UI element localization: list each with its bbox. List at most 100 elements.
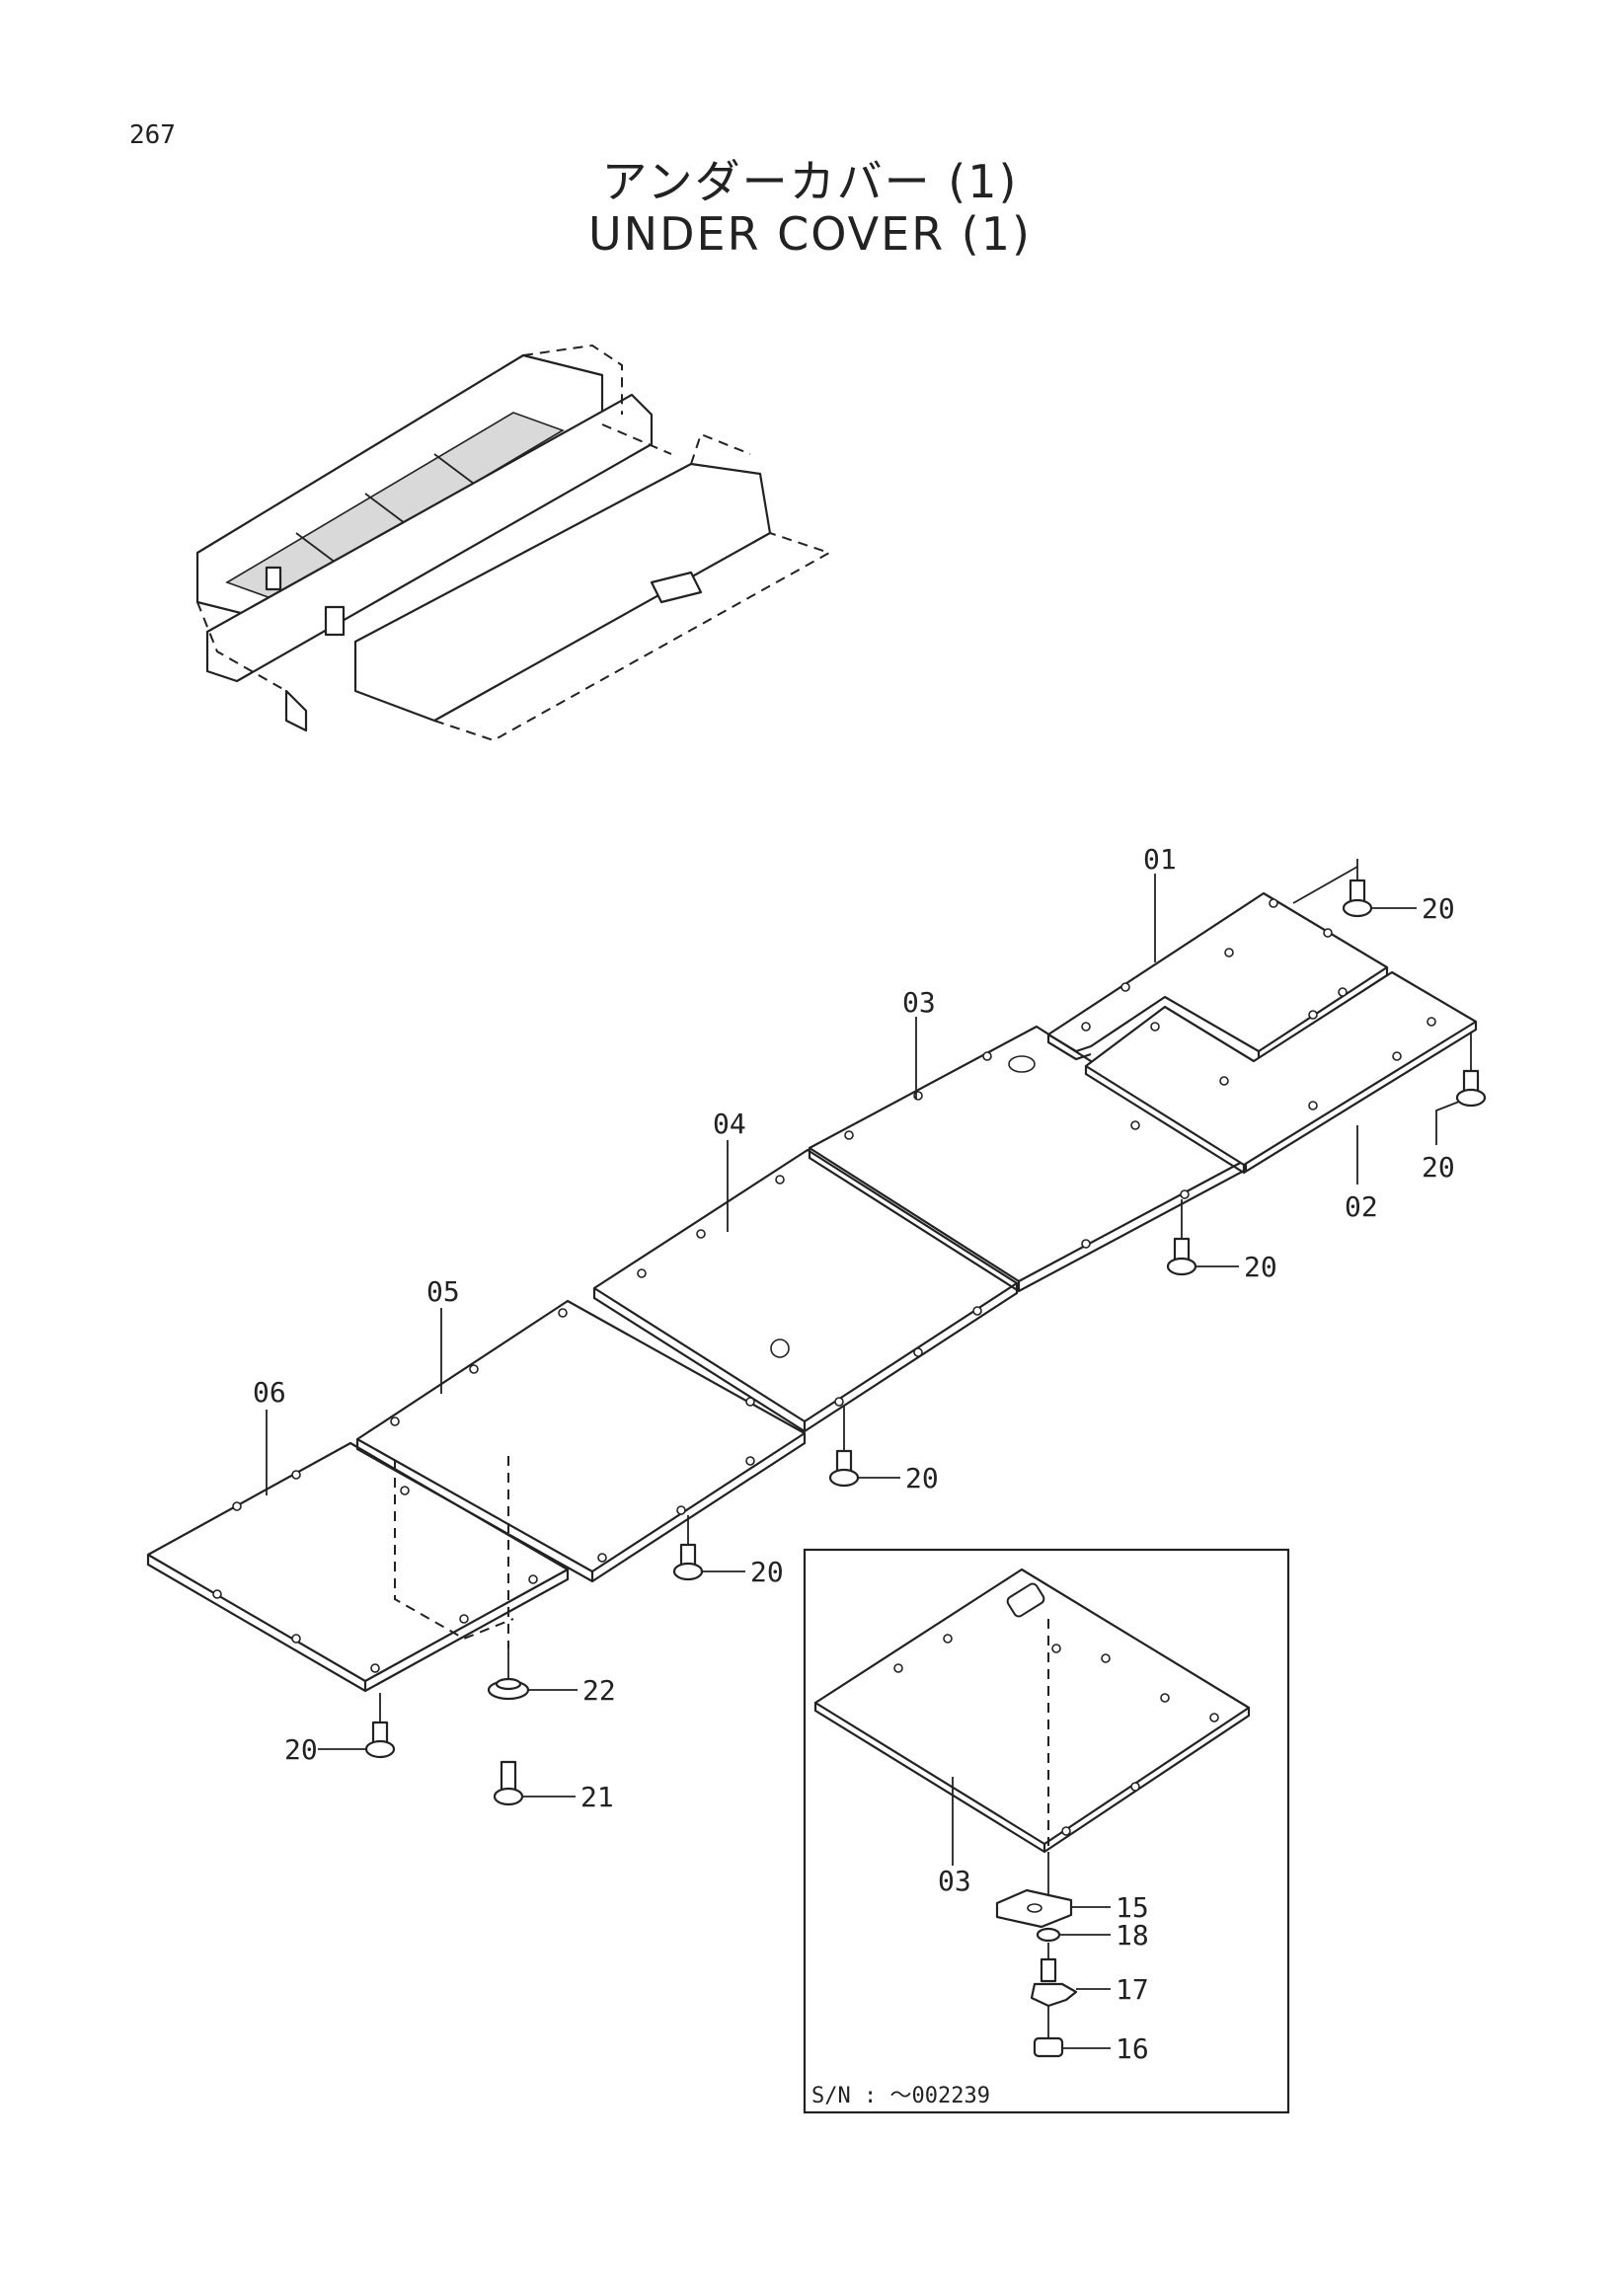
location-overview (195, 344, 832, 742)
bolt-hole (913, 1347, 923, 1357)
plate-05 (355, 1299, 807, 1583)
cover-seam (364, 493, 406, 524)
bolt-hole (775, 1175, 785, 1185)
bolt-hole (390, 1416, 400, 1426)
bolt-shank (1349, 879, 1366, 904)
washer-22 (487, 1677, 578, 1701)
callout-04: 04 (713, 1108, 746, 1140)
bolt-head (1342, 898, 1373, 918)
rubber-washer-top (495, 1677, 522, 1691)
callout-17: 17 (1116, 1973, 1149, 2006)
callout-18: 18 (1116, 1919, 1149, 1952)
callout-15: 15 (1116, 1891, 1149, 1924)
bolt-hole (1219, 1076, 1229, 1086)
bolt-hole (291, 1470, 301, 1480)
bolt-head (1455, 1088, 1487, 1108)
bolt-hole (1051, 1644, 1061, 1653)
bolt-hole (676, 1505, 686, 1515)
bracket-hole (1027, 1903, 1042, 1913)
bolt-hole (1338, 987, 1348, 997)
plate-thickness (1046, 1034, 1092, 1061)
cover-plate-01 (1046, 891, 1389, 1053)
callout-20-top-right: 20 (1422, 892, 1455, 925)
mount-bracket (265, 566, 282, 591)
bolt-hole (232, 1501, 242, 1511)
callout-05: 05 (426, 1275, 460, 1308)
page-number: 267 (129, 120, 176, 150)
nut-16 (1033, 2036, 1064, 2058)
bolt-hole (1081, 1022, 1091, 1032)
bolt-hole (1180, 1189, 1190, 1199)
bolt-hole (943, 1634, 953, 1644)
phantom-line (690, 432, 751, 465)
leader-line (1435, 1101, 1460, 1145)
callout-20-plate-04: 20 (905, 1462, 939, 1494)
phantom-line (433, 532, 832, 742)
frame-tab (650, 571, 703, 604)
inset-cover-plate-03 (813, 1568, 1251, 1846)
bolt-hole (1427, 1017, 1436, 1027)
plate-01 (1046, 891, 1389, 1062)
bolt-hole (1160, 1693, 1170, 1703)
washer-18 (1036, 1927, 1061, 1943)
bolt-head (828, 1468, 860, 1488)
bolt-shank (500, 1760, 517, 1794)
bolt-hole (1308, 1010, 1318, 1020)
bolt-20-plate-04 (828, 1407, 900, 1488)
callout-02: 02 (1345, 1190, 1378, 1223)
cover-seam (433, 453, 475, 485)
bolt-hole (558, 1308, 568, 1318)
serial-number-note: S/N : ～002239 (811, 2084, 990, 2108)
callout-21: 21 (580, 1781, 614, 1813)
frame-leg (284, 689, 308, 732)
bolt-hole (469, 1364, 479, 1374)
bolt-head (364, 1739, 396, 1759)
bolt-hole (400, 1486, 410, 1495)
bolt-hole (597, 1553, 607, 1563)
bolt-hole (1150, 1022, 1160, 1032)
callout-20-plate-06: 20 (284, 1733, 318, 1766)
bolt-hole (1061, 1826, 1071, 1836)
under-cover-highlight (225, 412, 565, 601)
frame-center-beam (205, 393, 654, 683)
phantom-line (196, 601, 287, 692)
callout-22: 22 (582, 1674, 616, 1707)
bolt-hole (459, 1614, 469, 1624)
phantom-line (522, 344, 623, 415)
bolt-hole (1120, 982, 1130, 992)
callout-20-right: 20 (1422, 1151, 1455, 1184)
bolt-hole (972, 1306, 982, 1316)
bolt-shank (1173, 1237, 1191, 1263)
bolt-20-right (1435, 1032, 1487, 1145)
mount-bracket (324, 605, 346, 637)
callout-20-plate-03: 20 (1244, 1251, 1277, 1283)
bolt-hole (745, 1456, 755, 1466)
plate-03 (808, 1025, 1248, 1293)
phantom-line (601, 423, 672, 455)
plate-02 (1084, 970, 1478, 1175)
callout-03: 03 (902, 986, 936, 1019)
bolt-hole (637, 1268, 647, 1278)
bolt-20-top-right (1292, 859, 1417, 918)
bolt-21 (493, 1760, 576, 1806)
inset-detail: 03 15 18 17 16 S/N : ～002239 (803, 1548, 1290, 2114)
callout-16: 16 (1116, 2032, 1149, 2065)
bolt-hole (1081, 1239, 1091, 1249)
bolt-hole (844, 1130, 854, 1140)
bolt-hole (745, 1397, 755, 1407)
callout-01: 01 (1143, 843, 1177, 876)
bolt-20-plate-03 (1166, 1199, 1239, 1276)
bolt-hole (1269, 898, 1278, 908)
bolt-hole (834, 1397, 844, 1407)
access-hole (770, 1339, 790, 1358)
bolt-hole (696, 1229, 706, 1239)
bolt-head (1166, 1257, 1197, 1276)
bolt-20-plate-06 (318, 1693, 396, 1759)
bolt-hole (1224, 948, 1234, 957)
cover-seam (295, 532, 337, 564)
title-japanese: アンダーカバー (1) (601, 155, 1019, 208)
bolt-hole (1308, 1101, 1318, 1110)
bolt-hole (291, 1634, 301, 1644)
